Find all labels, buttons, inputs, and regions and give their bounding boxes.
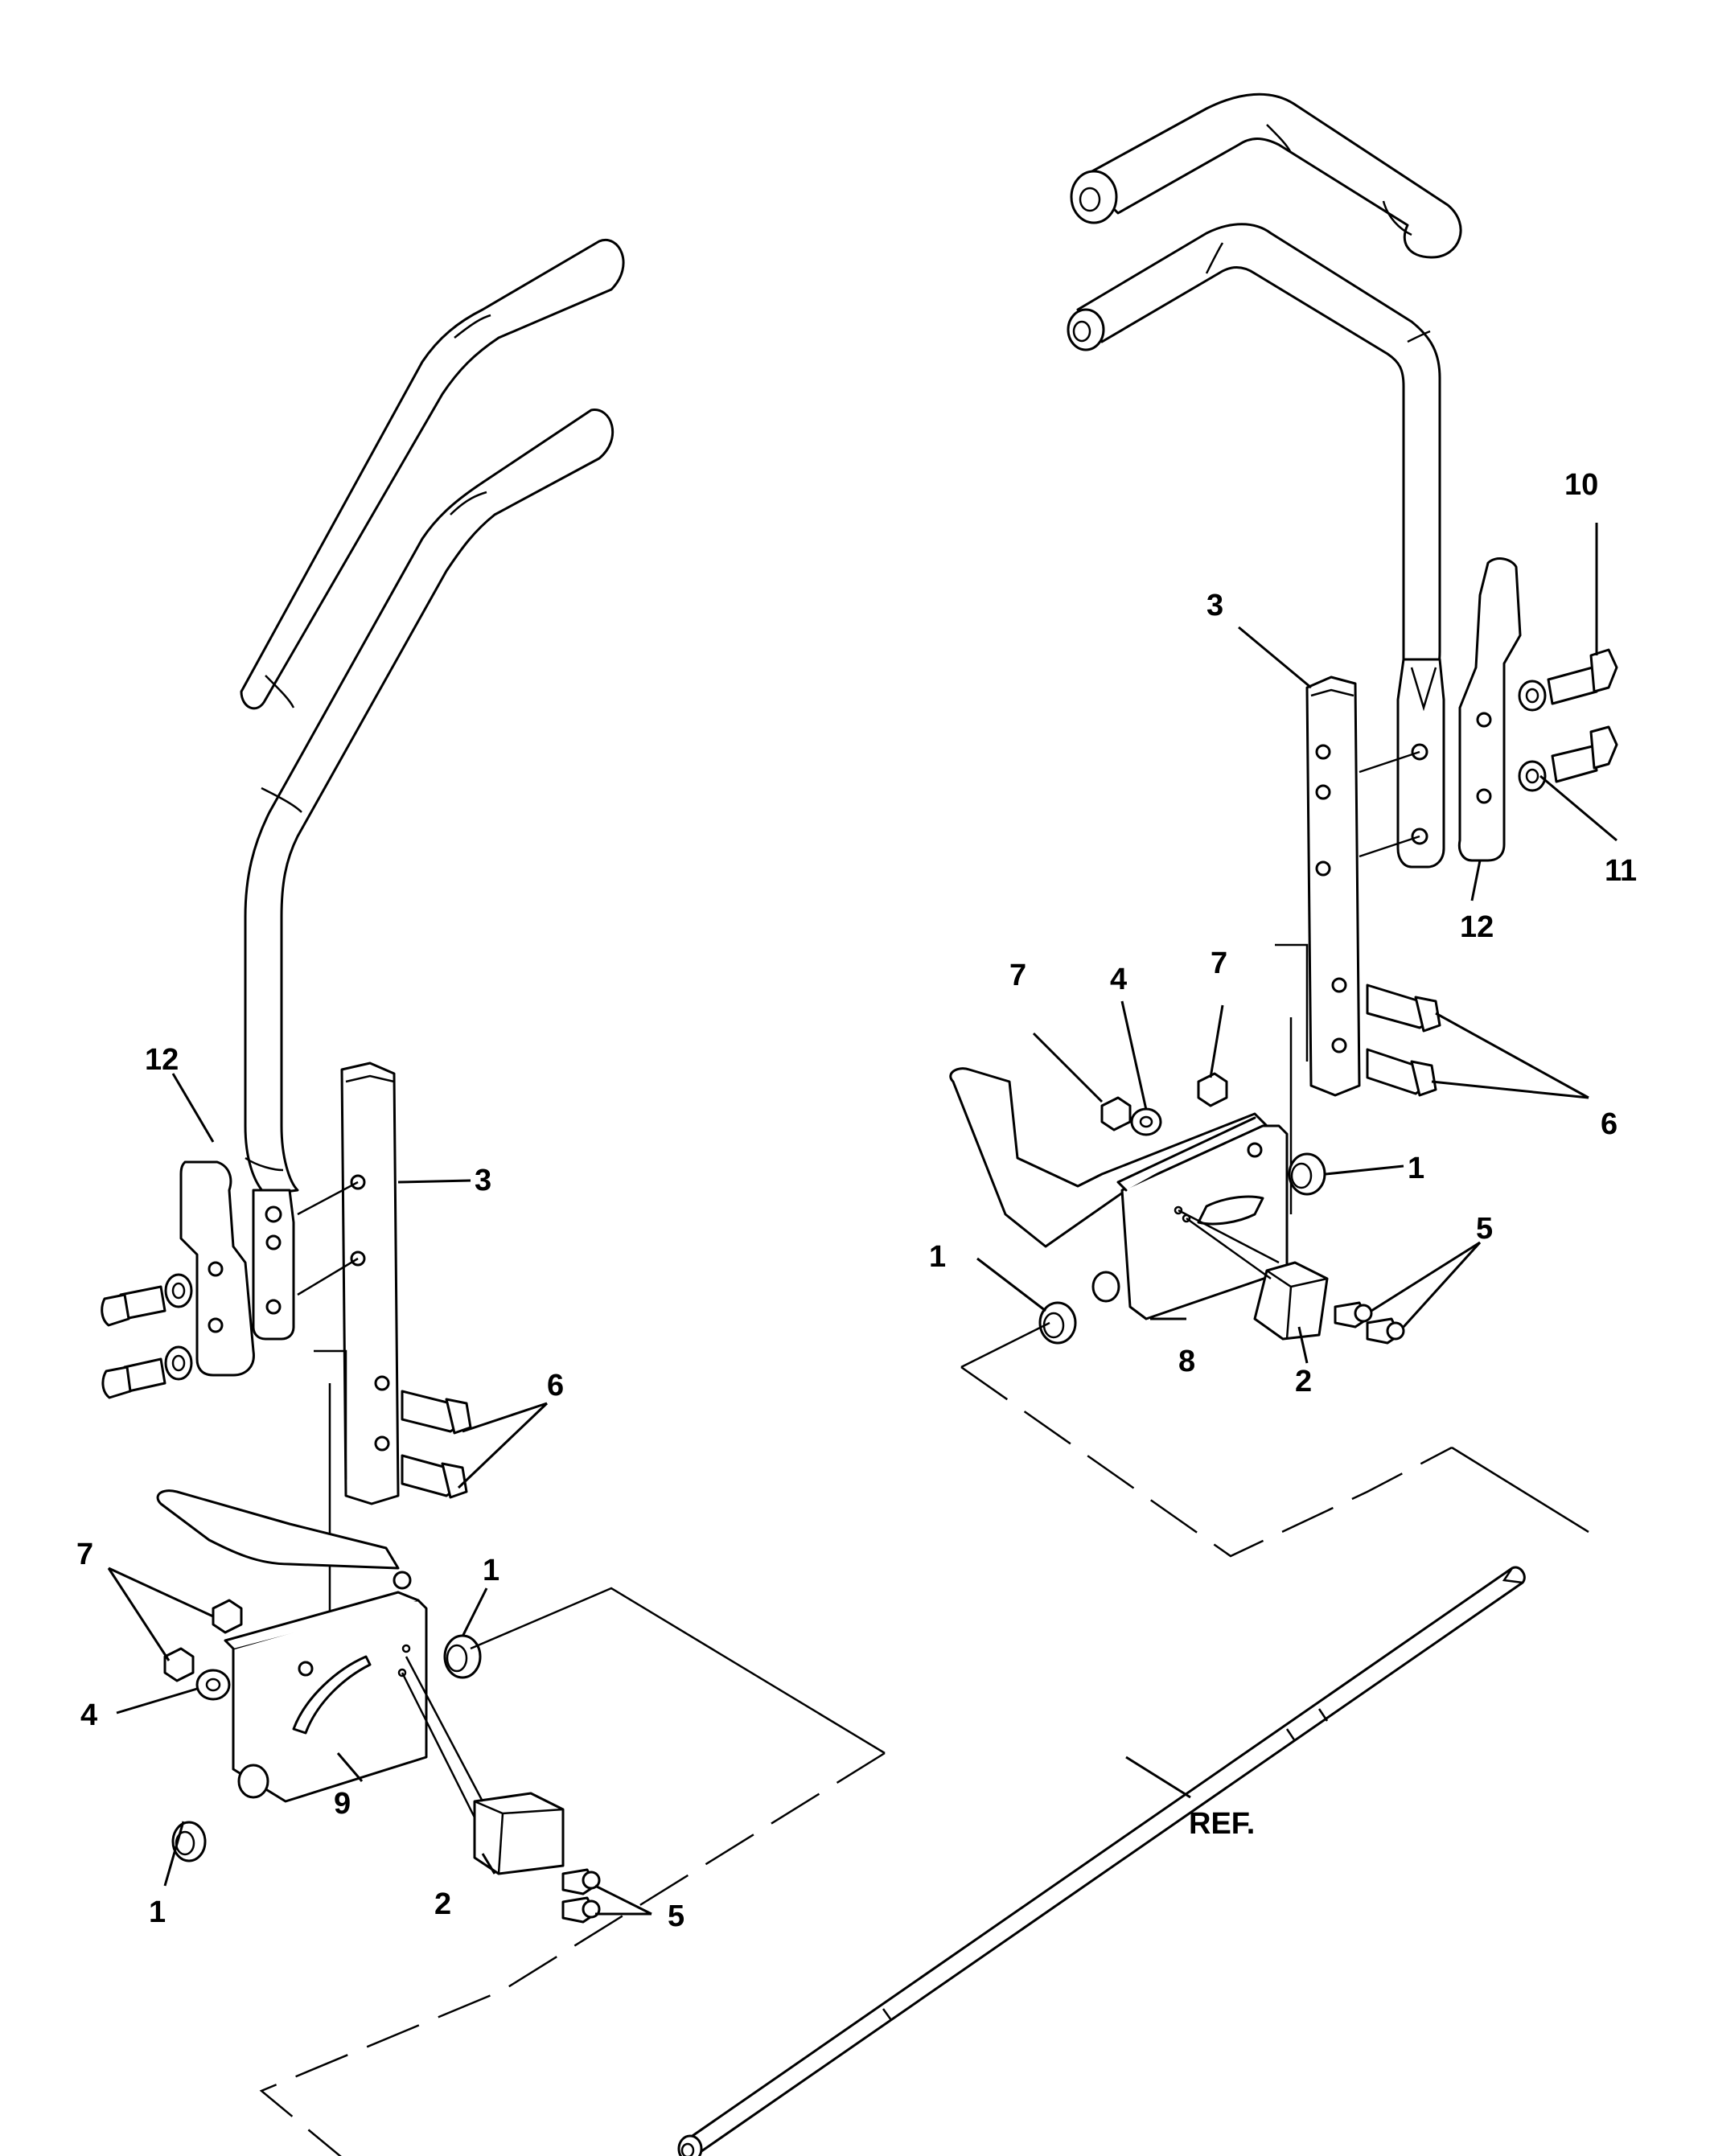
right-bushings-1	[1038, 1152, 1326, 1345]
left-bracket-bolts	[101, 1273, 193, 1399]
callout-right-3: 3	[1206, 589, 1223, 622]
callout-right-8: 8	[1178, 1345, 1195, 1378]
left-handle-rear	[240, 238, 625, 710]
callout-right-5: 5	[1476, 1212, 1493, 1246]
callout-left-5: 5	[668, 1899, 684, 1933]
right-connector-line-solid	[960, 1321, 1050, 1369]
callout-right-1-bottom: 1	[929, 1240, 946, 1274]
right-lever-plate	[1396, 658, 1445, 869]
left-bolts-6	[401, 1390, 472, 1499]
shaft-ref	[677, 1566, 1526, 2156]
leader-lines	[107, 523, 1618, 1916]
callout-right-2: 2	[1295, 1365, 1312, 1398]
left-connector-line-solid	[470, 1587, 886, 1755]
right-bolts-10-washers-11	[1518, 648, 1618, 792]
right-mount-bracket-8	[949, 1067, 1289, 1320]
callout-left-7: 7	[76, 1538, 93, 1571]
callout-left-1-bottom: 1	[149, 1895, 166, 1929]
left-mount-bracket-9	[156, 1489, 428, 1803]
right-bolts-6	[1366, 984, 1441, 1097]
callout-right-6: 6	[1601, 1107, 1618, 1141]
callout-right-10: 10	[1564, 468, 1598, 502]
right-handle-bracket-12	[1457, 557, 1522, 862]
right-handle-rear	[1070, 92, 1462, 259]
callout-right-7-left: 7	[1009, 959, 1026, 992]
callout-labels: 12 3 6 7 1 4 9 5 2 1 10 3 7 4 7 12 11 6 …	[76, 468, 1637, 1933]
callout-right-12: 12	[1460, 910, 1494, 944]
callout-right-1-top: 1	[1408, 1152, 1424, 1185]
right-switch-2-screws-5	[1178, 1209, 1405, 1345]
callout-left-9: 9	[334, 1787, 351, 1821]
callout-left-12: 12	[145, 1043, 179, 1077]
callout-left-1-top: 1	[483, 1554, 499, 1587]
right-connector-dash	[960, 1365, 1453, 1558]
left-connector-dash	[259, 1751, 886, 2156]
callout-right-7-right: 7	[1211, 947, 1227, 980]
callout-left-3: 3	[475, 1164, 491, 1197]
right-control-lever-assembly	[949, 92, 1618, 1558]
callout-left-4: 4	[80, 1698, 97, 1732]
left-control-lever-assembly	[101, 238, 886, 2156]
left-handle-front	[244, 409, 615, 1196]
right-control-arm-3	[1275, 676, 1420, 1214]
right-connector-line-end	[1451, 1446, 1589, 1534]
callout-ref: REF.	[1189, 1807, 1255, 1841]
callout-right-11: 11	[1605, 854, 1637, 888]
right-nuts-7-washer-4	[1100, 1072, 1228, 1136]
callout-left-6: 6	[547, 1369, 564, 1402]
left-handle-bracket-12	[179, 1160, 255, 1377]
left-lever-plate	[252, 1189, 295, 1341]
callout-right-4: 4	[1110, 963, 1127, 996]
right-handle-front	[1067, 223, 1441, 693]
left-switch-2-screws-5	[401, 1656, 601, 1924]
left-nuts-7-washer-4	[163, 1599, 243, 1701]
callout-left-2: 2	[434, 1887, 451, 1921]
